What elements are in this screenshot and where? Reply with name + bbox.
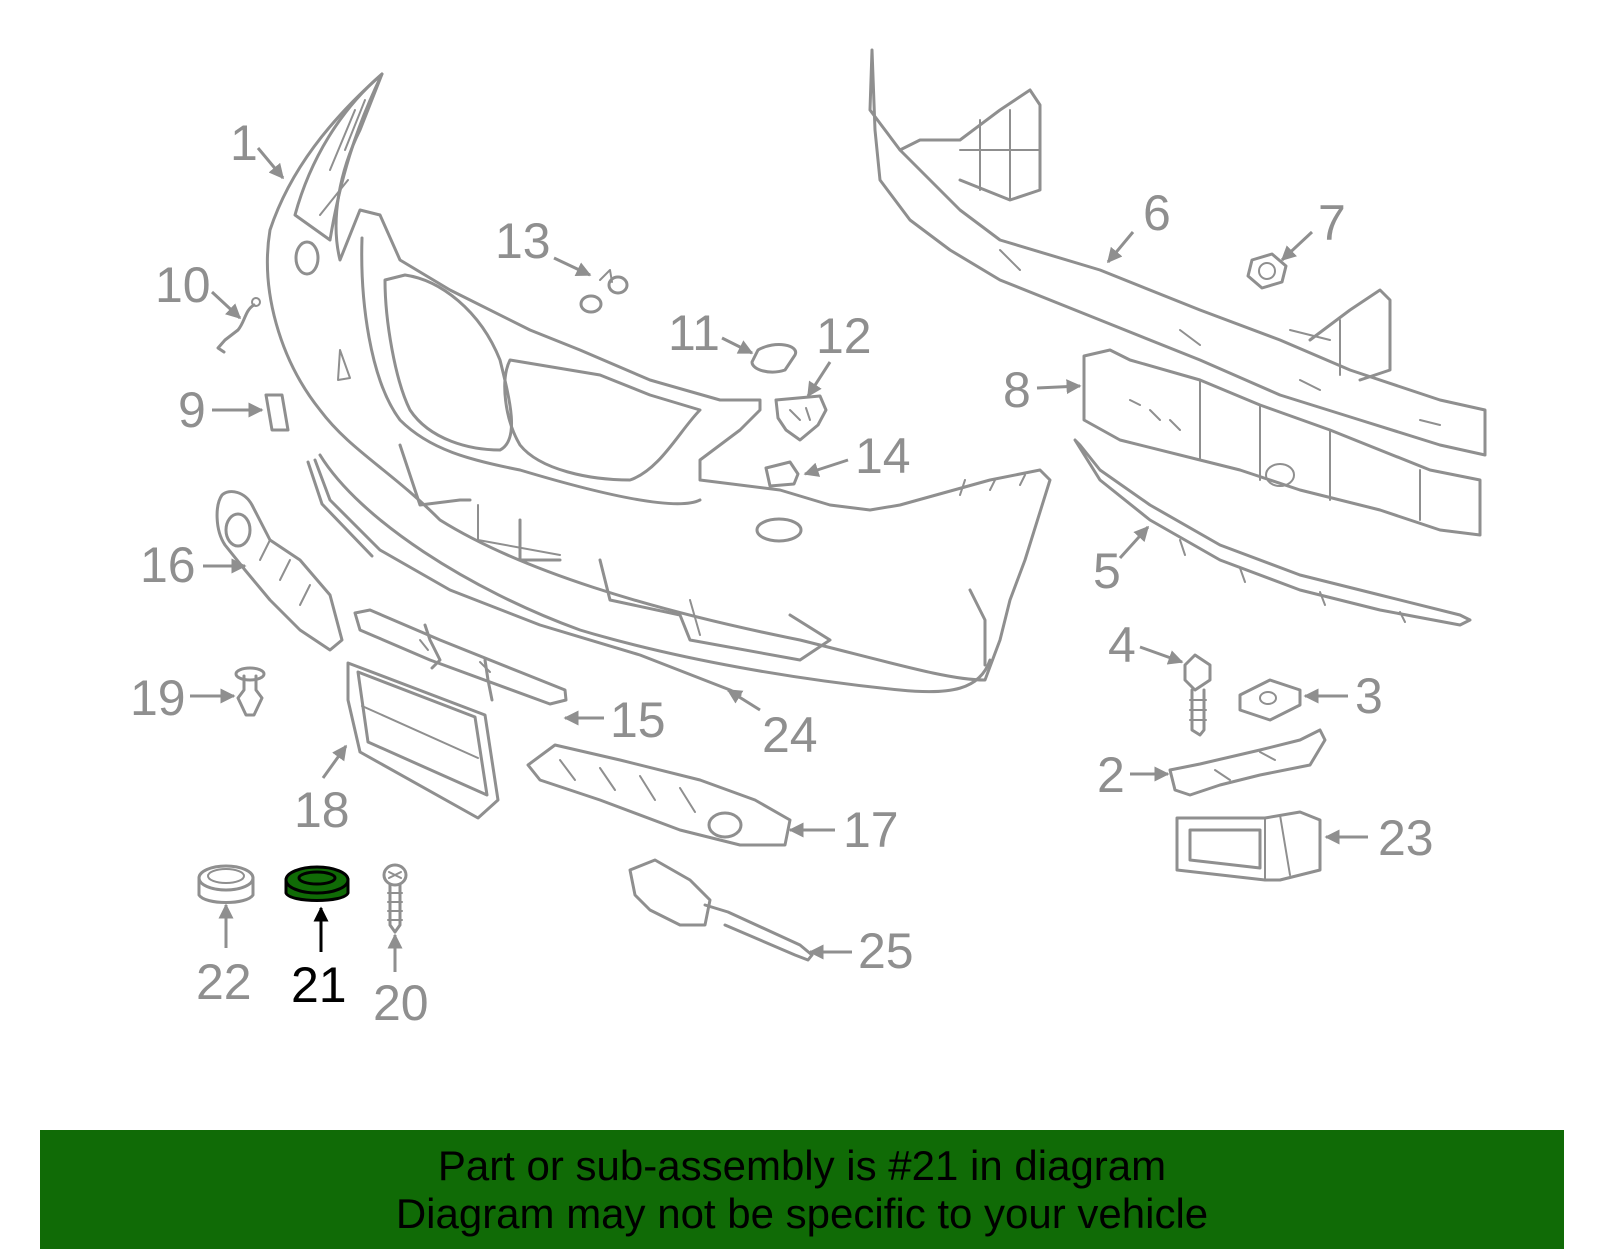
svg-text:10: 10 [155, 257, 211, 313]
callout-22: 22 [196, 903, 252, 1010]
callout-2: 2 [1097, 747, 1170, 803]
svg-text:4: 4 [1108, 617, 1136, 673]
left-side-grille [215, 490, 344, 652]
bumper-reinforcement [868, 48, 1487, 457]
clip-nut [1238, 678, 1302, 722]
callout-16: 16 [140, 537, 247, 593]
callout-5: 5 [1093, 525, 1150, 599]
svg-text:23: 23 [1378, 810, 1434, 866]
callout-18: 18 [294, 744, 350, 838]
svg-text:13: 13 [495, 213, 551, 269]
callout-9: 9 [178, 382, 264, 438]
callout-23: 23 [1324, 810, 1434, 866]
svg-text:6: 6 [1143, 185, 1171, 241]
callout-6: 6 [1106, 185, 1171, 264]
grommet-13 [579, 269, 629, 314]
svg-text:24: 24 [762, 707, 818, 763]
svg-text:21: 21 [291, 957, 347, 1013]
svg-text:17: 17 [843, 802, 899, 858]
bracket-12 [774, 394, 828, 442]
callout-8: 8 [1003, 362, 1082, 418]
lower-bracket-15 [353, 608, 568, 706]
lower-seal-strip [1073, 438, 1472, 627]
push-clip-19 [234, 666, 266, 717]
part-info-banner: Part or sub-assembly is #21 in diagram D… [40, 1130, 1564, 1249]
clip-9 [264, 393, 290, 432]
energy-absorber [1082, 348, 1482, 537]
svg-text:18: 18 [294, 782, 350, 838]
callout-25: 25 [808, 923, 914, 979]
svg-text:14: 14 [855, 428, 911, 484]
temperature-sensor [628, 858, 814, 962]
hex-nut [1246, 252, 1288, 290]
plug-22 [197, 864, 255, 904]
svg-text:8: 8 [1003, 362, 1031, 418]
svg-text:22: 22 [196, 954, 252, 1010]
svg-text:7: 7 [1318, 195, 1346, 251]
callout-13: 13 [495, 213, 592, 277]
callout-4: 4 [1108, 617, 1184, 673]
callout-3: 3 [1303, 668, 1383, 724]
banner-line-disclaimer: Diagram may not be specific to your vehi… [395, 1190, 1209, 1237]
clip-14 [764, 460, 800, 488]
trim-strip-24 [306, 458, 742, 697]
grommet-21-highlighted [284, 865, 350, 902]
svg-text:15: 15 [610, 692, 666, 748]
side-bracket [1168, 728, 1327, 797]
svg-text:2: 2 [1097, 747, 1125, 803]
svg-text:3: 3 [1355, 668, 1383, 724]
callout-21: 21 [291, 906, 347, 1013]
svg-text:11: 11 [668, 305, 720, 361]
bumper-cover [266, 72, 1052, 694]
svg-text:25: 25 [858, 923, 914, 979]
callout-1: 1 [230, 115, 285, 180]
svg-text:12: 12 [816, 308, 872, 364]
callout-15: 15 [563, 692, 666, 748]
callout-19: 19 [130, 670, 236, 726]
banner-line-part: Part or sub-assembly is #21 in diagram [437, 1142, 1167, 1189]
washer-cap-11 [750, 343, 798, 374]
svg-text:19: 19 [130, 670, 186, 726]
callout-17: 17 [788, 802, 899, 858]
callout-24: 24 [726, 688, 818, 763]
callout-12: 12 [806, 308, 872, 398]
air-duct [1175, 810, 1322, 882]
license-plate-bracket [346, 661, 500, 820]
callout-10: 10 [155, 257, 242, 320]
screw-20 [382, 863, 408, 934]
wire-10 [216, 297, 261, 354]
callout-11: 11 [668, 305, 754, 361]
screw-4 [1183, 653, 1212, 737]
right-side-grille [526, 743, 792, 847]
svg-text:1: 1 [230, 115, 258, 171]
callout-20: 20 [373, 933, 429, 1031]
svg-text:16: 16 [140, 537, 196, 593]
svg-text:20: 20 [373, 975, 429, 1031]
callout-14: 14 [803, 428, 911, 484]
callout-7: 7 [1280, 195, 1346, 262]
svg-text:5: 5 [1093, 543, 1121, 599]
parts-diagram: 1 2 3 4 5 6 7 8 9 10 11 12 [130, 48, 1487, 1031]
svg-text:9: 9 [178, 382, 206, 438]
